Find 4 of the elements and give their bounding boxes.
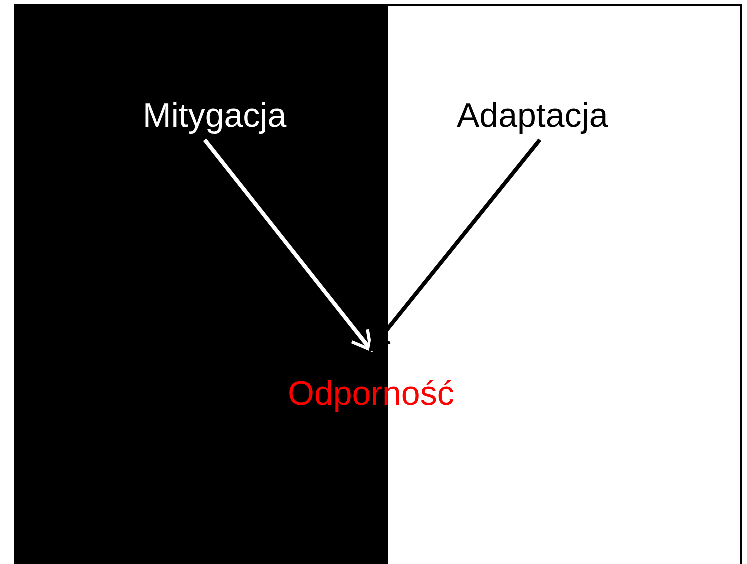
arrow (369, 138, 542, 352)
node-label: Adaptacja (457, 96, 608, 136)
node-label: Mitygacja (143, 96, 287, 136)
arrow (203, 138, 373, 352)
